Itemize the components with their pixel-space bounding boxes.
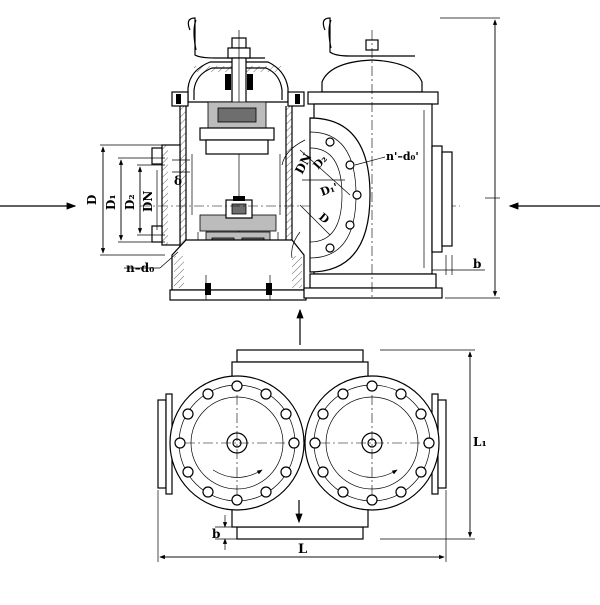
plan-view [157, 349, 447, 540]
label-D: D [85, 195, 99, 205]
label-delta: δ [174, 174, 182, 188]
handle-right [322, 17, 415, 57]
flow-arrows [0, 202, 600, 345]
side-flange [309, 117, 371, 273]
label-D1: D₁ [104, 194, 118, 210]
flange-bolts [325, 137, 362, 253]
label-b-right: b [473, 257, 481, 271]
section-view [140, 17, 460, 301]
label-D2: D₂ [123, 194, 137, 210]
elevation-view [281, 17, 453, 300]
label-n-d0: n–d₀ [126, 261, 154, 275]
handle-left [187, 17, 265, 59]
right-filter-cover [304, 375, 440, 511]
label-b-bottom: b [212, 527, 220, 541]
label-L: L [298, 542, 307, 557]
label-DN: DN [141, 191, 155, 212]
dimensions [100, 17, 500, 562]
left-filter-cover [169, 375, 305, 511]
label-n-d0-prime: n'–d₀' [386, 150, 419, 163]
label-L1: L₁ [473, 435, 487, 449]
label-D1p-side: D₁' [319, 181, 340, 199]
